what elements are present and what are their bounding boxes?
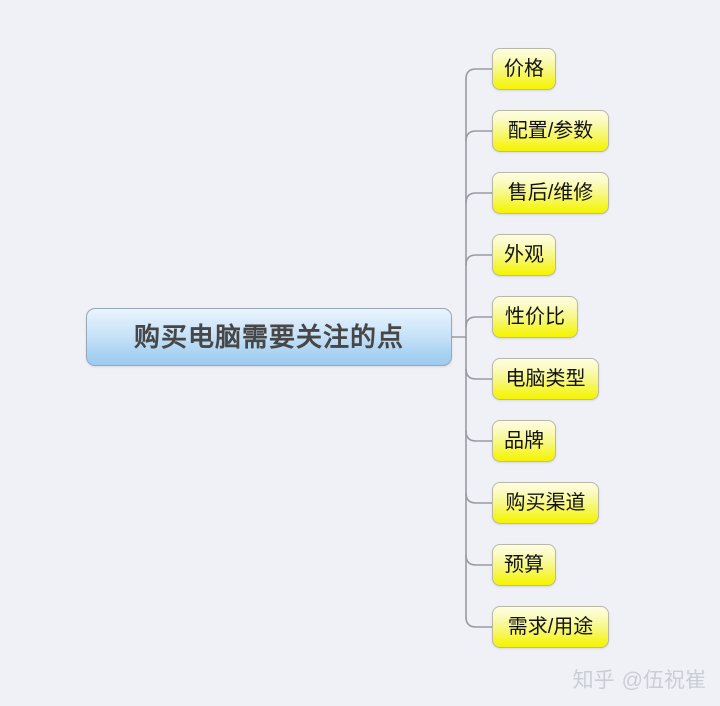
branch-node-label: 价格 — [504, 58, 544, 80]
watermark-username: @伍祝崔 — [621, 669, 706, 692]
branch-node-label: 品牌 — [504, 430, 544, 452]
branch-node[interactable]: 配置/参数 — [492, 110, 609, 152]
branch-node-label: 性价比 — [505, 306, 565, 328]
branch-node[interactable]: 电脑类型 — [492, 358, 599, 400]
branch-node-label: 电脑类型 — [505, 368, 586, 390]
branch-node[interactable]: 品牌 — [492, 420, 556, 462]
watermark: 知乎 @伍祝崔 — [573, 664, 706, 694]
branch-node[interactable]: 外观 — [492, 234, 556, 276]
zhihu-logo-icon: 知乎 — [572, 669, 615, 692]
branch-node-label: 外观 — [504, 244, 544, 266]
branch-node-label: 配置/参数 — [507, 120, 594, 142]
branch-node[interactable]: 性价比 — [492, 296, 578, 338]
branch-node-label: 需求/用途 — [507, 616, 594, 638]
branch-node-label: 预算 — [504, 554, 544, 576]
central-node-label: 购买电脑需要关注的点 — [133, 322, 404, 352]
branch-node-label: 售后/维修 — [507, 182, 594, 204]
branch-node[interactable]: 价格 — [492, 48, 556, 90]
branch-node[interactable]: 购买渠道 — [492, 482, 599, 524]
branch-node[interactable]: 售后/维修 — [492, 172, 609, 214]
branch-node-label: 购买渠道 — [505, 492, 586, 514]
branch-node[interactable]: 需求/用途 — [492, 606, 609, 648]
central-node[interactable]: 购买电脑需要关注的点 — [86, 308, 452, 366]
branch-node[interactable]: 预算 — [492, 544, 556, 586]
